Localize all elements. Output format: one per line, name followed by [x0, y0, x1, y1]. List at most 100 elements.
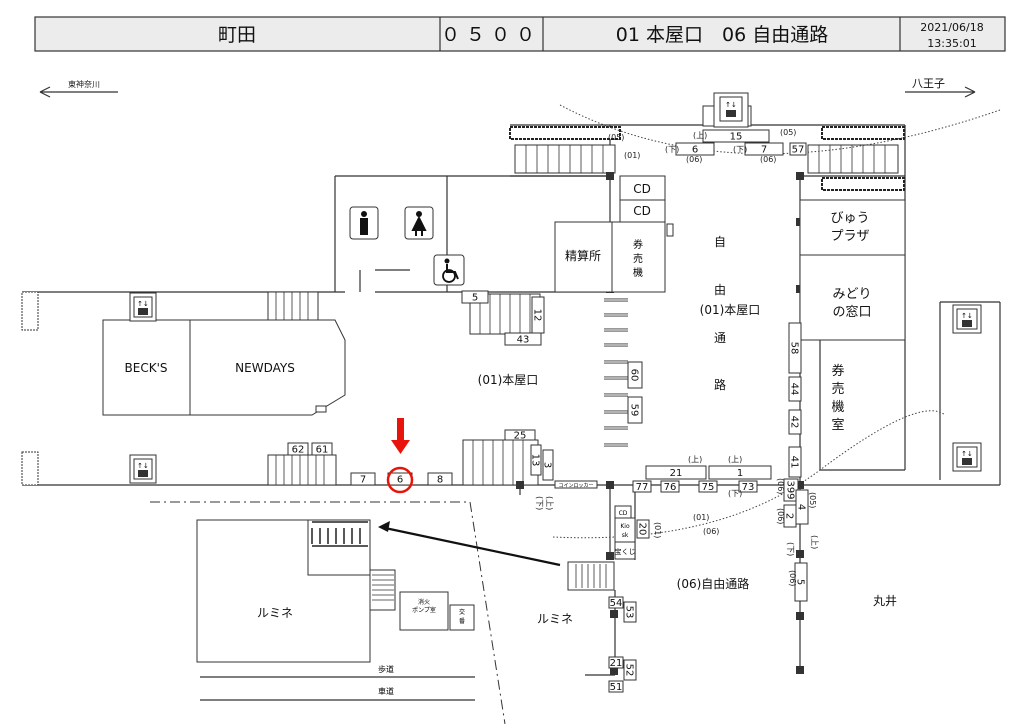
cd-label: CD — [633, 204, 651, 218]
camera-number: 73 — [742, 482, 755, 493]
camera-box[interactable]: 77 — [632, 480, 652, 493]
date: 2021/06/18 — [920, 21, 983, 34]
camera-box[interactable]: 5 — [794, 562, 808, 602]
camera-box[interactable]: 6 — [675, 142, 715, 156]
kenbaikishitsu-label: 売 — [831, 381, 844, 397]
camera-box-frame — [744, 142, 784, 156]
camera-box[interactable]: 51 — [608, 680, 624, 693]
camera-box[interactable]: 20 — [636, 519, 650, 539]
kiosk-label: Kio — [620, 523, 630, 530]
cd-label: CD — [633, 182, 651, 196]
camera-box[interactable]: 44 — [788, 376, 802, 402]
camera-box[interactable]: 62 — [287, 442, 309, 456]
direction-tag: (05) — [780, 128, 796, 137]
camera-number: 3 — [542, 462, 553, 468]
direction-right-label: 八王子 — [912, 77, 945, 90]
camera-box-frame — [788, 409, 802, 435]
camera-box[interactable]: 41 — [788, 446, 802, 478]
camera-box-frame — [632, 480, 652, 493]
camera-box-frame — [608, 656, 624, 669]
camera-box-frame — [738, 480, 758, 493]
camera-box[interactable]: 7 — [350, 472, 376, 486]
camera-box[interactable]: 76 — [660, 480, 680, 493]
camera-box-frame — [788, 446, 802, 478]
direction-tag-layer: (上)(下)(下)(05)(01)(06)(06)(05)(上)(上)(下)(0… — [535, 128, 819, 586]
kenbaikishitsu-label: 券 — [831, 363, 844, 379]
camera-box-frame — [788, 376, 802, 402]
camera-box[interactable]: 58 — [788, 322, 802, 374]
womens-toilet-icon — [404, 206, 434, 240]
direction-tag: (06) — [760, 155, 776, 164]
camera-box[interactable]: 60 — [627, 361, 643, 389]
direction-tag: (05) — [808, 492, 817, 508]
camera-box-frame — [660, 480, 680, 493]
red-arrow-icon — [397, 418, 404, 442]
time: 13:35:01 — [927, 37, 976, 50]
svg-text:↑↓: ↑↓ — [961, 450, 973, 458]
camera-number: 7 — [360, 475, 366, 486]
ticket-machines — [611, 221, 666, 293]
camera-number: 52 — [624, 664, 635, 677]
becks-label: BECK'S — [125, 361, 168, 375]
camera-number: 25 — [514, 431, 527, 442]
camera-box[interactable]: 6 — [387, 472, 413, 486]
camera-box[interactable]: 43 — [504, 332, 542, 346]
hodo-label: 歩道 — [378, 664, 394, 674]
becks-store — [102, 319, 191, 416]
camera-box[interactable]: 21 — [608, 656, 624, 669]
svg-text:↑↓: ↑↓ — [961, 312, 973, 320]
camera-box[interactable]: 73 — [738, 480, 758, 493]
highlight-circle — [386, 466, 414, 494]
camera-number: 2 — [784, 513, 795, 519]
elevator-icon: ↑↓ — [952, 442, 982, 472]
camera-box[interactable]: 3 — [542, 449, 554, 481]
direction-right: 八王子 — [905, 77, 976, 98]
camera-box[interactable]: 54 — [608, 596, 624, 609]
camera-box-frame — [623, 659, 637, 681]
camera-number: 4 — [796, 504, 807, 510]
camera-box[interactable]: 13 — [530, 444, 542, 476]
camera-number: 53 — [624, 606, 635, 619]
camera-box-frame — [287, 442, 309, 456]
camera-box[interactable]: 57 — [789, 142, 807, 156]
camera-box[interactable]: 7 — [744, 142, 784, 156]
direction-tag: (05) — [608, 133, 624, 142]
camera-box-frame — [698, 480, 718, 493]
camera-number: 21 — [610, 658, 623, 669]
camera-number: 15 — [730, 132, 743, 143]
camera-number: 6 — [692, 145, 698, 156]
camera-number: 20 — [637, 523, 648, 536]
camera-box[interactable]: 8 — [427, 472, 453, 486]
direction-tag: (06) — [788, 570, 797, 586]
camera-box[interactable]: 42 — [788, 409, 802, 435]
jiyu-label: (01)本屋口 — [700, 303, 761, 317]
camera-number: 12 — [532, 309, 543, 322]
camera-box[interactable]: 53 — [623, 601, 637, 623]
camera-box[interactable]: 4 — [795, 489, 809, 525]
camera-box[interactable]: 21 — [645, 465, 707, 480]
camera-box[interactable]: 5 — [461, 290, 489, 304]
camera-box-frame — [311, 442, 333, 456]
camera-box-frame — [645, 465, 707, 480]
camera-box[interactable]: 25 — [504, 429, 536, 442]
camera-box[interactable]: 1 — [708, 465, 772, 480]
koban-label: 交 — [459, 608, 465, 616]
camera-box[interactable]: 61 — [311, 442, 333, 456]
camera-number: 76 — [664, 482, 677, 493]
camera-box[interactable]: 52 — [623, 659, 637, 681]
jiyu-label: 自 — [714, 235, 726, 249]
direction-tag: (上) — [693, 131, 707, 140]
view-plaza-label: プラザ — [830, 229, 869, 244]
camera-box[interactable]: 59 — [627, 396, 643, 424]
camera-box[interactable]: 15 — [702, 129, 770, 143]
camera-box-frame — [608, 680, 624, 693]
red-arrow-head-icon — [391, 440, 410, 454]
camera-box[interactable]: 2 — [783, 504, 797, 528]
direction-tag: (下) — [786, 542, 795, 556]
camera-box-frame — [504, 332, 542, 346]
direction-tag: (下) — [728, 489, 742, 498]
camera-box[interactable]: 75 — [698, 480, 718, 493]
camera-box-frame — [788, 322, 802, 374]
camera-box[interactable]: 12 — [531, 296, 545, 334]
